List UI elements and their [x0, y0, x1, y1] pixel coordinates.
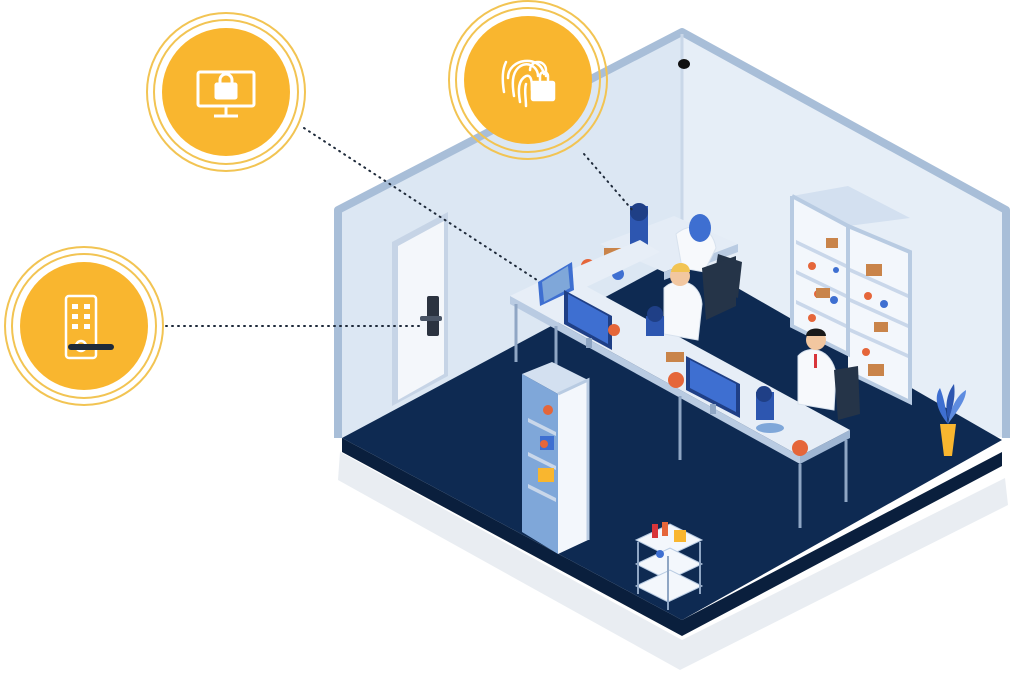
desk-monitor-1 [564, 290, 612, 350]
right-shelving [790, 186, 912, 406]
lab-door [392, 212, 448, 406]
security-camera [678, 59, 690, 69]
computer-lock-badge [146, 12, 306, 172]
connector-computer-lock [303, 127, 541, 283]
desk-items [608, 324, 808, 456]
keypad-door-lock-badge [4, 246, 164, 406]
door-panel [398, 221, 444, 400]
keypad-door-handle-icon [64, 294, 114, 360]
potted-plant [936, 384, 966, 456]
tablet-device [538, 262, 574, 306]
fingerprint-lock-badge [448, 0, 608, 160]
monitor-padlock-icon [196, 70, 256, 118]
connector-lines [165, 127, 635, 327]
front-shelving [522, 362, 590, 554]
scientist-at-front-microscope [797, 328, 860, 420]
door-handle [420, 316, 442, 321]
floor-shadow [338, 452, 1008, 670]
desk-monitor-2 [686, 356, 740, 418]
connector-fingerprint-lock [583, 153, 635, 213]
lab-cart [634, 522, 704, 610]
fingerprint-padlock-icon [501, 59, 556, 108]
scientist-at-middle-computer [646, 256, 736, 341]
wall-outline [334, 28, 1010, 438]
